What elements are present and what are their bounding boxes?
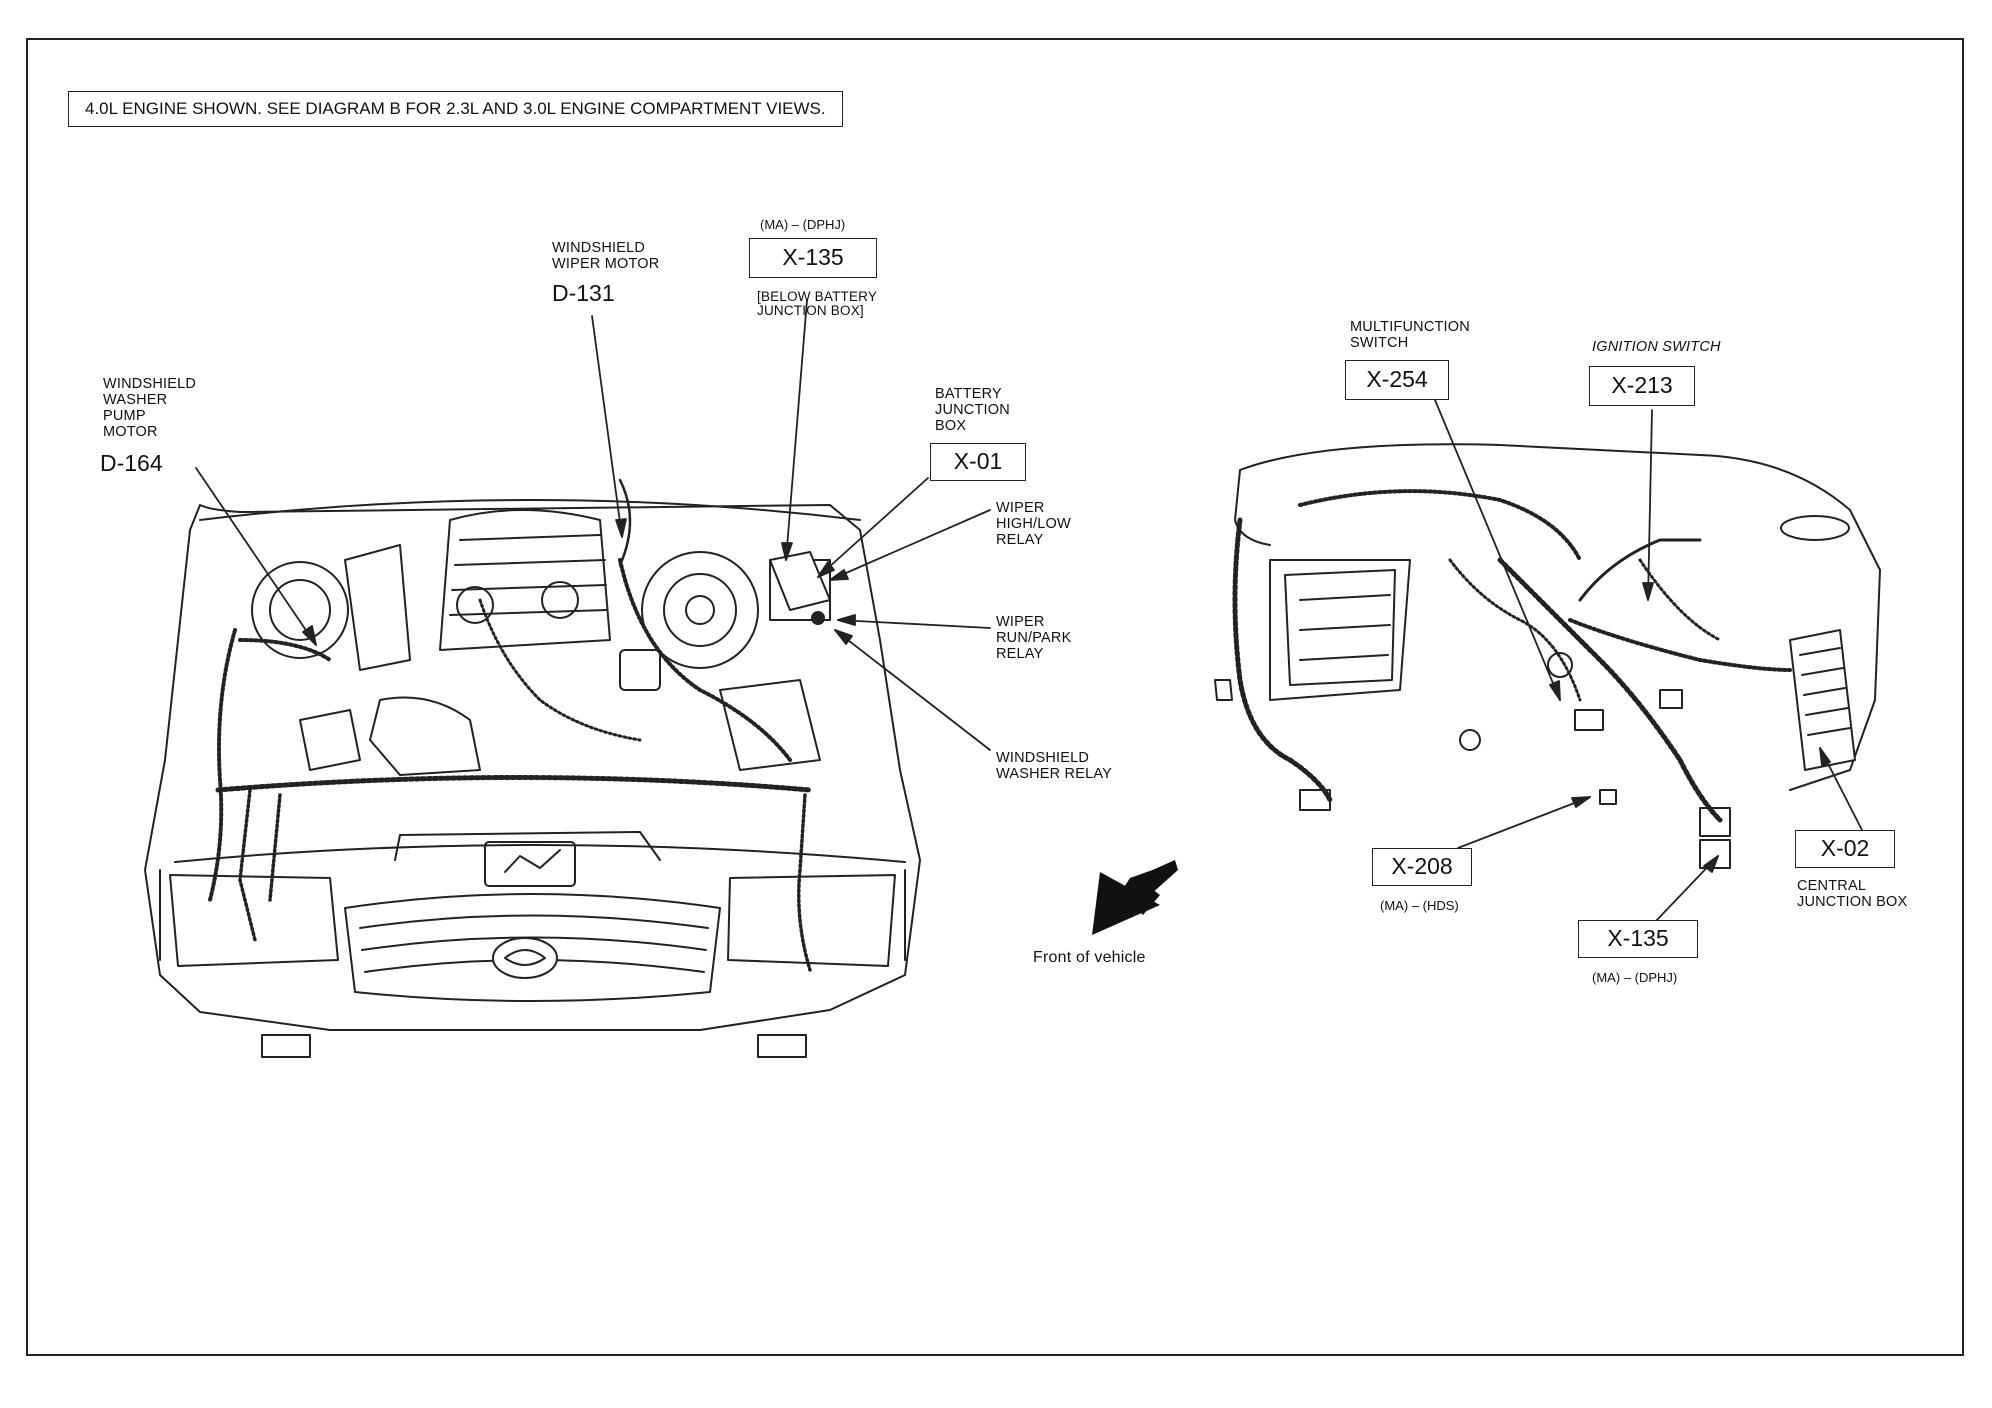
- washer-pump-code: D-164: [100, 450, 163, 476]
- ignition-switch-label: IGNITION SWITCH: [1592, 339, 1721, 355]
- x135-top-location: [BELOW BATTERY JUNCTION BOX]: [757, 289, 878, 318]
- x02-box: X-02: [1795, 830, 1895, 868]
- x254-box: X-254: [1345, 360, 1449, 400]
- wiper-motor-label: WINDSHIELD WIPER MOTOR: [552, 240, 660, 272]
- front-arrow-icon: [1092, 860, 1178, 935]
- x135-top-prefix: (MA) – (DPHJ): [760, 217, 846, 232]
- x135-bottom-box: X-135: [1578, 920, 1698, 958]
- right-leader-lines: [1434, 399, 1863, 923]
- x01-box: X-01: [930, 443, 1026, 481]
- x135-bottom-suffix: (MA) – (DPHJ): [1592, 970, 1678, 985]
- left-leader-lines: [195, 299, 991, 751]
- multifunction-switch-label: MULTIFUNCTION SWITCH: [1350, 319, 1470, 351]
- wiper-motor-code: D-131: [552, 280, 615, 306]
- windshield-washer-relay-label: WINDSHIELD WASHER RELAY: [996, 750, 1113, 782]
- battery-junction-box-label: BATTERY JUNCTION BOX: [935, 386, 1010, 434]
- engine-bay-illustration: [144, 478, 921, 1058]
- dashboard-illustration: [1214, 443, 1881, 869]
- x135-top-box: X-135: [749, 238, 877, 278]
- central-junction-box-label: CENTRAL JUNCTION BOX: [1797, 878, 1908, 910]
- x208-suffix: (MA) – (HDS): [1380, 898, 1459, 913]
- x208-box: X-208: [1372, 848, 1472, 886]
- engine-note: 4.0L ENGINE SHOWN. SEE DIAGRAM B FOR 2.3…: [68, 91, 843, 127]
- front-of-vehicle-label: Front of vehicle: [1033, 949, 1146, 966]
- wiper-run-park-relay-label: WIPER RUN/PARK RELAY: [996, 614, 1072, 662]
- wiper-high-low-relay-label: WIPER HIGH/LOW RELAY: [996, 500, 1071, 548]
- washer-pump-label: WINDSHIELD WASHER PUMP MOTOR: [103, 376, 197, 440]
- diagram-frame: [26, 38, 1964, 1356]
- x213-box: X-213: [1589, 366, 1695, 406]
